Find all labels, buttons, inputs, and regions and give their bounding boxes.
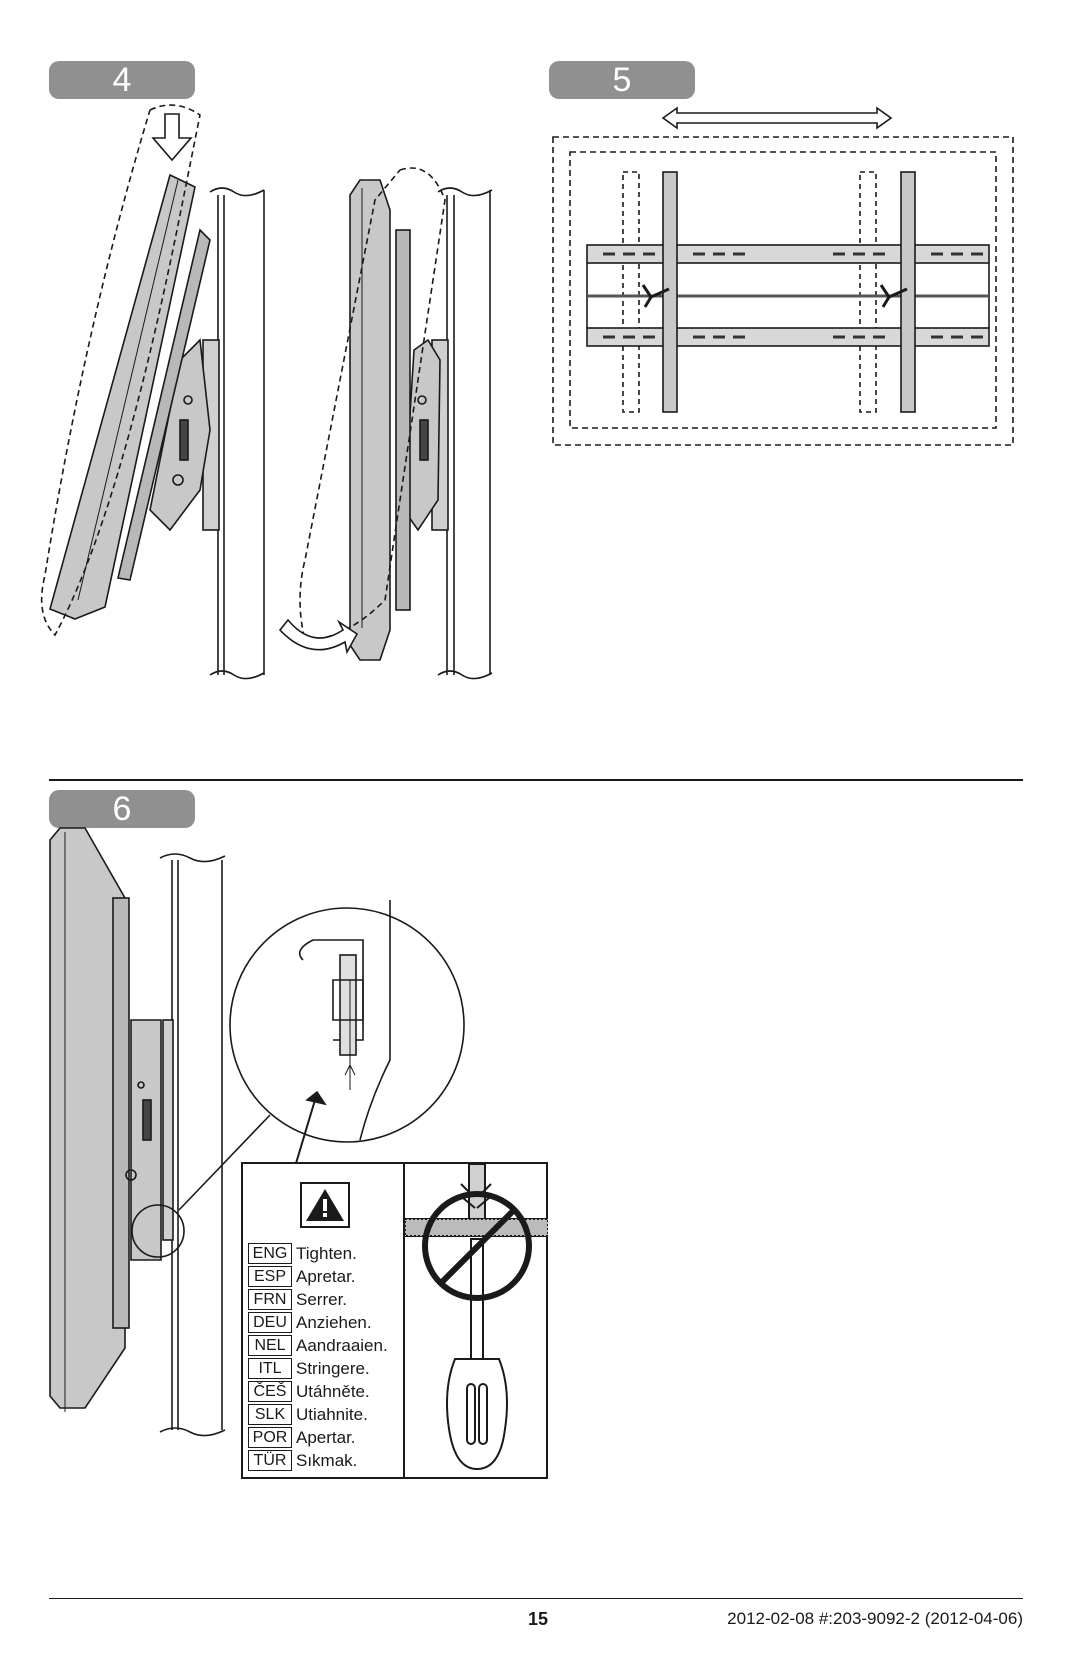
language-code: ITL bbox=[248, 1358, 292, 1379]
language-code: ENG bbox=[248, 1243, 292, 1264]
language-code: ESP bbox=[248, 1266, 292, 1287]
language-code: ČEŠ bbox=[248, 1381, 292, 1402]
no-power-driver-icon bbox=[405, 1164, 548, 1471]
instruction-text: Stringere. bbox=[296, 1358, 370, 1378]
language-code: FRN bbox=[248, 1289, 292, 1310]
instruction-text: Tighten. bbox=[296, 1243, 357, 1263]
language-code: TÜR bbox=[248, 1450, 292, 1471]
instruction-text: Utáhněte. bbox=[296, 1381, 370, 1401]
language-code: SLK bbox=[248, 1404, 292, 1425]
step-5-badge: 5 bbox=[549, 61, 695, 99]
section-divider bbox=[49, 779, 1023, 781]
instruction-text: Apretar. bbox=[296, 1266, 356, 1286]
step-5-illustration bbox=[552, 106, 1014, 446]
instruction-text: Serrer. bbox=[296, 1289, 348, 1309]
language-code: POR bbox=[248, 1427, 292, 1448]
instruction-text: Sıkmak. bbox=[296, 1450, 358, 1470]
footer-rule bbox=[49, 1598, 1023, 1599]
document-reference: 2012-02-08 #:203-9092-2 (2012-04-06) bbox=[727, 1609, 1023, 1628]
step-4-badge: 4 bbox=[49, 61, 195, 99]
step-4-illustration bbox=[40, 104, 493, 680]
instruction-text: Apertar. bbox=[296, 1427, 356, 1447]
instruction-text: Aandraaien. bbox=[296, 1335, 388, 1355]
warning-triangle-icon bbox=[300, 1182, 350, 1228]
language-code: NEL bbox=[248, 1335, 292, 1356]
warning-divider bbox=[403, 1164, 405, 1477]
instruction-text: Utiahnite. bbox=[296, 1404, 368, 1424]
page-number: 15 bbox=[527, 1609, 549, 1629]
step-6-illustration bbox=[49, 827, 465, 1437]
instruction-text: Anziehen. bbox=[296, 1312, 372, 1332]
step-6-badge: 6 bbox=[49, 790, 195, 828]
language-code: DEU bbox=[248, 1312, 292, 1333]
